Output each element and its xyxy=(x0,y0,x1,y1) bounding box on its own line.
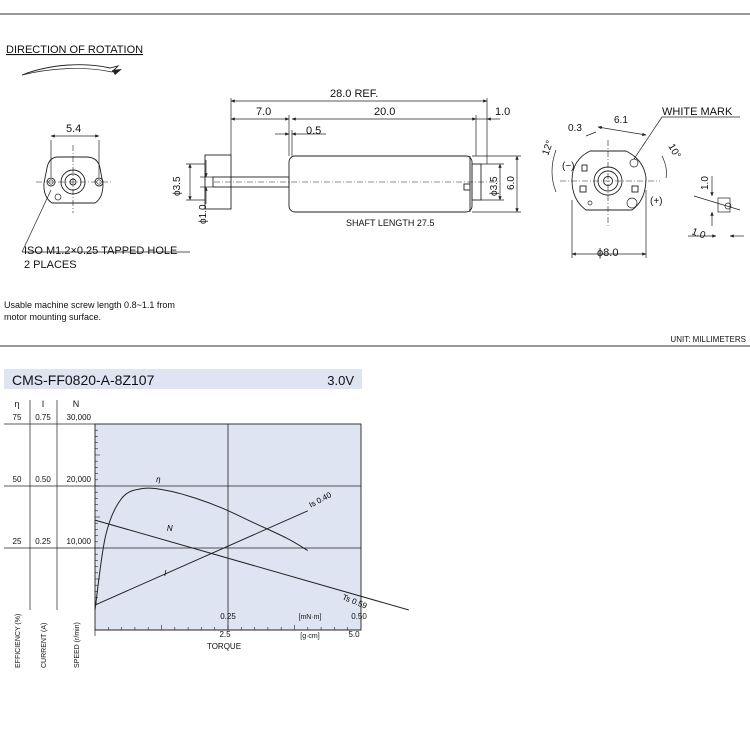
torque-gcm-tick-50: 5.0 xyxy=(348,630,360,639)
efficiency-axis-label: EFFICIENCY (%) xyxy=(15,614,22,668)
front-view xyxy=(21,134,190,253)
dim-terminal-offset: 0.3 xyxy=(568,123,582,134)
dim-body-height: 6.0 xyxy=(506,176,517,190)
model-name: CMS-FF0820-A-8Z107 xyxy=(12,372,155,388)
tapped-hole-label: ISO M1.2×0.25 TAPPED HOLE xyxy=(24,245,177,257)
torque-gcm-unit: [g·cm] xyxy=(300,633,320,640)
screw-note-line1: Usable machine screw length 0.8~1.1 from xyxy=(4,300,175,310)
current-curve xyxy=(94,510,309,606)
speed-axis-symbol: N xyxy=(73,399,80,409)
dim-shaft-diameter: ϕ1.0 xyxy=(198,204,209,224)
dim-terminal-horizontal: 1.0 xyxy=(690,226,707,241)
current-axis-label: CURRENT (A) xyxy=(41,623,48,668)
terminal-positive: (+) xyxy=(650,196,663,207)
torque-gcm-tick-25: 2.5 xyxy=(219,630,231,639)
dim-gap: 0.5 xyxy=(306,125,321,137)
dim-boss-diameter: ϕ3.5 xyxy=(489,176,500,196)
speed-tick-10000: 10,000 xyxy=(67,537,92,546)
efficiency-axis-symbol: η xyxy=(14,399,19,409)
speed-series-label: N xyxy=(167,524,173,533)
side-view xyxy=(186,98,521,213)
performance-chart: η I N 75 50 25 0.75 0.50 0.25 30,000 20,… xyxy=(4,399,410,668)
unit-label: UNIT: MILLIMETERS xyxy=(670,335,746,344)
dim-body-diameter: ϕ8.0 xyxy=(597,247,618,259)
dim-hub-diameter: ϕ3.5 xyxy=(172,176,183,196)
speed-curve xyxy=(94,519,410,611)
dim-terminal-span: 6.1 xyxy=(614,115,628,126)
speed-tick-20000: 20,000 xyxy=(67,475,92,484)
current-tick-075: 0.75 xyxy=(35,413,51,422)
speed-tick-30000: 30,000 xyxy=(67,413,92,422)
current-tick-050: 0.50 xyxy=(35,475,51,484)
torque-mnm-tick-050: 0.50 xyxy=(351,612,367,621)
current-axis-symbol: I xyxy=(42,399,45,409)
minor-ticks xyxy=(95,429,349,630)
tapped-hole-count: 2 PLACES xyxy=(24,259,77,271)
gridlines xyxy=(95,424,361,630)
rotation-arrow-icon xyxy=(21,64,122,76)
speed-axis-label: SPEED (r/min) xyxy=(74,622,81,668)
shaft-length-label: SHAFT LENGTH 27.5 xyxy=(346,218,434,228)
white-mark-label: WHITE MARK xyxy=(662,106,733,118)
screw-note-line2: motor mounting surface. xyxy=(4,312,101,322)
dim-body-length: 20.0 xyxy=(374,106,395,118)
dim-terminal-vertical: 1.0 xyxy=(700,176,711,190)
angle-10: 10° xyxy=(665,142,682,161)
angle-12: 12° xyxy=(540,139,556,157)
dim-width: 5.4 xyxy=(66,123,81,135)
dim-overall-length: 28.0 REF. xyxy=(330,88,378,100)
current-series-label: I xyxy=(164,569,167,578)
torque-mnm-tick-025: 0.25 xyxy=(220,612,236,621)
current-tick-025: 0.25 xyxy=(35,537,51,546)
model-header-bar xyxy=(4,369,362,389)
efficiency-tick-25: 25 xyxy=(13,537,22,546)
efficiency-series-label: η xyxy=(156,475,161,484)
torque-axis-label: TORQUE xyxy=(207,642,241,651)
direction-of-rotation-title: DIRECTION OF ROTATION xyxy=(6,44,143,56)
end-view xyxy=(551,116,744,258)
efficiency-tick-50: 50 xyxy=(13,475,22,484)
torque-mnm-unit: [mN·m] xyxy=(299,614,322,621)
efficiency-curve xyxy=(94,487,309,611)
efficiency-tick-75: 75 xyxy=(13,413,22,422)
dim-end-length: 1.0 xyxy=(495,106,510,118)
model-voltage: 3.0V xyxy=(327,373,354,388)
dim-shaft-extension: 7.0 xyxy=(256,106,271,118)
terminal-negative: (−) xyxy=(562,161,575,172)
